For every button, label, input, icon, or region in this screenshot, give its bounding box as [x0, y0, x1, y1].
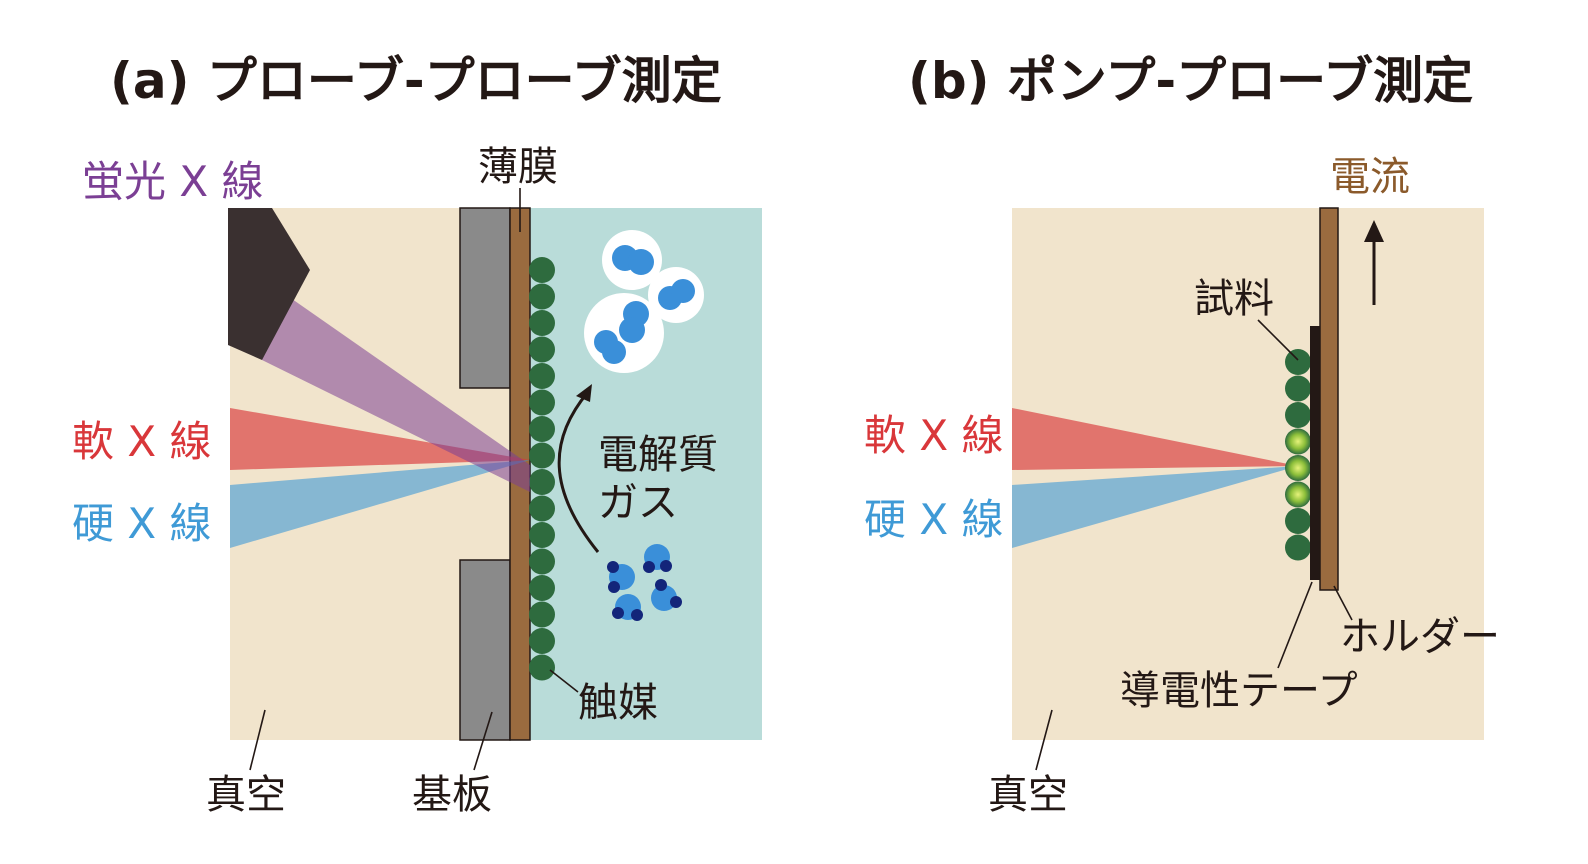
current-label: 電流 [1330, 154, 1410, 200]
electrolyte-label: 電解質 [598, 432, 718, 478]
molecule-atom [643, 561, 655, 573]
electrolyte-molecules [607, 544, 682, 621]
fluorescence-xray-label: 蛍光 X 線 [82, 157, 263, 206]
molecule-atom [608, 581, 620, 593]
detector [228, 208, 310, 360]
sample-column [1285, 349, 1311, 561]
molecule [651, 585, 677, 611]
catalyst-leader [549, 669, 579, 693]
gas-molecule [602, 340, 626, 364]
excited-sample-bead [1285, 428, 1311, 455]
catalyst-bead [529, 575, 555, 601]
fluorescence-xray-beam [262, 285, 530, 492]
gas-molecule [628, 249, 654, 275]
catalyst-bead [529, 442, 555, 469]
vacuum-label-b: 真空 [988, 772, 1068, 818]
panel-b-title: (b) ポンプ-プローブ測定 [908, 52, 1473, 110]
catalyst-bead [529, 389, 555, 416]
catalyst-bead [529, 601, 555, 628]
catalyst-label: 触媒 [578, 680, 658, 726]
excited-sample-bead [1285, 481, 1311, 508]
molecule-atom [607, 561, 619, 573]
panel-a: (a) プローブ-プローブ測定 [72, 52, 762, 818]
holder-leader [1333, 585, 1353, 621]
holder-label: ホルダー [1340, 614, 1500, 660]
sample-label: 試料 [1194, 276, 1274, 322]
catalyst-bead [529, 283, 555, 310]
molecule-atom [612, 607, 624, 619]
hard-xray-beam [230, 460, 530, 548]
catalyst-column [529, 257, 555, 681]
soft-xray-beam-b [1012, 408, 1298, 470]
vacuum-leader-a [249, 709, 266, 771]
electrolyte-region [530, 208, 762, 740]
excited-sample-bead [1285, 455, 1311, 481]
sample-bead [1285, 534, 1311, 561]
catalyst-bead [529, 654, 555, 681]
sample-bead [1285, 375, 1311, 402]
reaction-arrow [557, 391, 600, 553]
catalyst-bead [529, 336, 555, 363]
conductive-tape-leader [1277, 581, 1313, 669]
catalyst-bead [529, 495, 555, 522]
molecule-atom [655, 579, 667, 591]
thin-film-label: 薄膜 [478, 144, 558, 190]
substrate-block-top [459, 207, 511, 389]
catalyst-bead [529, 257, 555, 283]
gas-label: ガス [598, 480, 678, 526]
substrate-block-bottom [459, 559, 511, 741]
hard-xray-beam-b [1012, 466, 1298, 548]
sample-bead [1285, 402, 1311, 428]
sample-bead [1285, 508, 1311, 534]
substrate-label: 基板 [412, 772, 492, 818]
molecule-atom [670, 596, 682, 608]
hard-xray-label: 硬 X 線 [72, 499, 211, 548]
vacuum-label-a: 真空 [206, 772, 286, 818]
gas-molecule [619, 317, 645, 343]
catalyst-bead [529, 416, 555, 442]
conductive-tape [1310, 326, 1320, 580]
catalyst-bead [529, 363, 555, 389]
current-arrowhead [1364, 220, 1384, 242]
holder [1319, 207, 1339, 591]
soft-xray-label-b: 軟 X 線 [864, 411, 1003, 460]
catalyst-bead [529, 310, 555, 336]
panel-b: (b) ポンプ-プローブ測定 電流 試料 軟 X 線 硬 X 線 ホルダー 導電… [864, 52, 1500, 818]
catalyst-bead [529, 628, 555, 654]
catalyst-bead [529, 469, 555, 495]
vacuum-leader-b [1035, 709, 1053, 771]
sample-bead [1285, 349, 1311, 375]
reaction-arrowhead [576, 384, 592, 402]
conductive-tape-label: 導電性テープ [1120, 668, 1358, 714]
hard-xray-label-b: 硬 X 線 [864, 495, 1003, 544]
molecule-atom [660, 560, 672, 572]
catalyst-bead [529, 548, 555, 575]
panel-a-title: (a) プローブ-プローブ測定 [110, 52, 722, 110]
sample-leader [1257, 319, 1299, 361]
substrate-leader [473, 711, 493, 771]
gas-molecule [671, 279, 695, 303]
soft-xray-label: 軟 X 線 [72, 417, 211, 466]
molecule-atom [631, 609, 643, 621]
catalyst-bead [529, 522, 555, 548]
